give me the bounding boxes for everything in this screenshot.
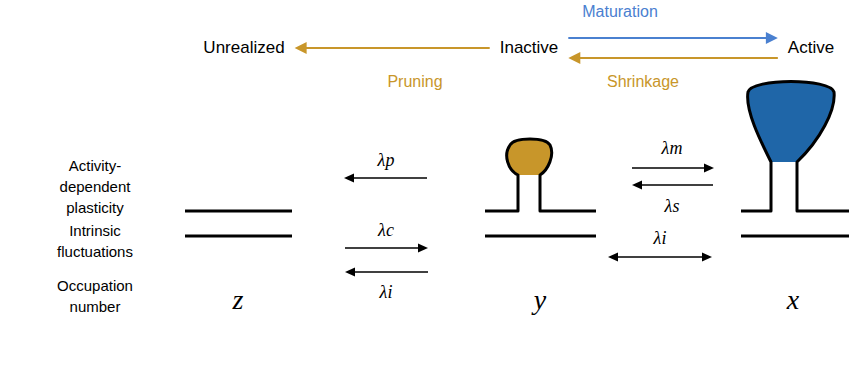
rate-label: λi	[654, 228, 667, 249]
transition-arrow	[295, 42, 490, 54]
energy-level	[185, 211, 292, 236]
rate-label: λs	[665, 196, 680, 217]
state-label: Active	[784, 36, 838, 60]
occupation-symbol: y	[534, 284, 546, 316]
transition-label: Shrinkage	[605, 73, 681, 91]
occupation-symbol: x	[787, 284, 799, 316]
state-label: Inactive	[496, 36, 563, 60]
occupation-symbol: z	[233, 284, 244, 316]
active-spine	[741, 82, 849, 237]
transition-arrow	[568, 52, 778, 64]
row-label: Occupation number	[43, 275, 147, 317]
transition-label: Maturation	[580, 3, 660, 21]
row-label: Activity-dependent plasticity	[43, 155, 147, 218]
rate-arrows	[344, 164, 714, 277]
transition-label: Pruning	[385, 73, 444, 91]
inactive-spine	[485, 139, 596, 236]
rate-label: λc	[378, 220, 394, 241]
state-name: Inactive	[500, 38, 559, 58]
state-label: Unrealized	[199, 36, 288, 60]
rate-label: λi	[380, 282, 393, 303]
state-name: Unrealized	[203, 38, 284, 58]
transition-arrow	[568, 32, 778, 44]
row-label: Intrinsic fluctuations	[43, 220, 147, 262]
rate-label: λm	[662, 138, 683, 159]
rate-label: λp	[378, 150, 395, 171]
state-name: Active	[788, 38, 834, 58]
